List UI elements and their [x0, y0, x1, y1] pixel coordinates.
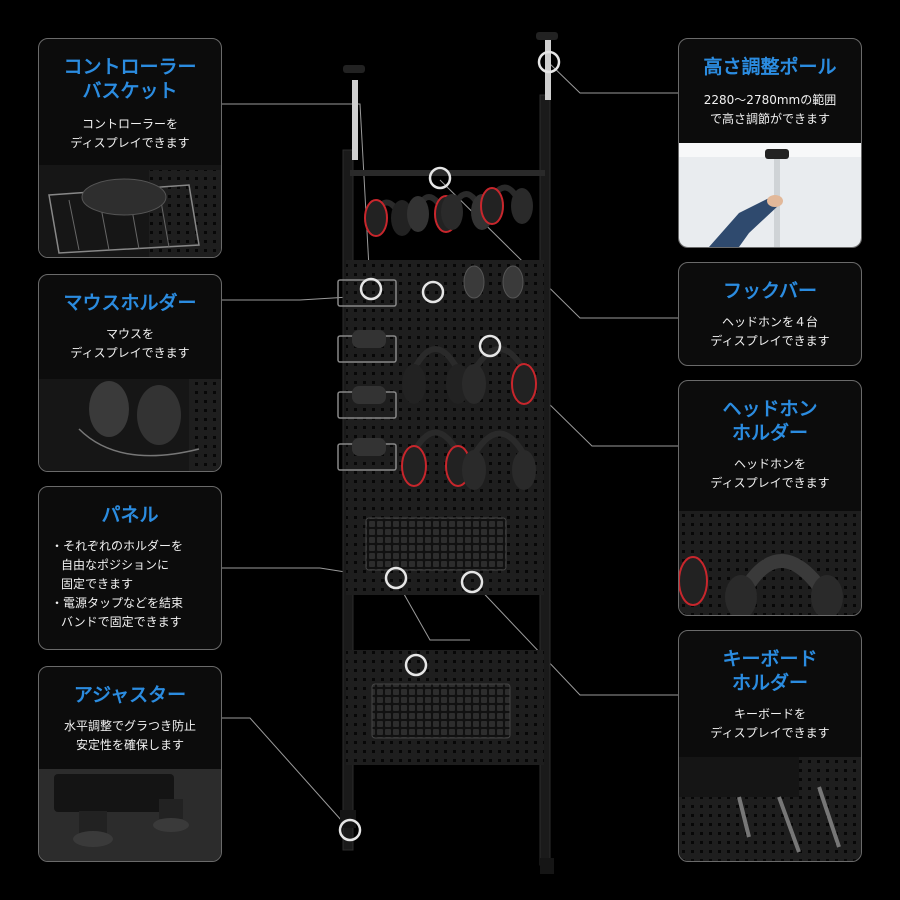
controller-basket-card: コントローラー バスケット コントローラーを ディスプレイできます [38, 38, 222, 258]
headphone-holder-card: ヘッドホン ホルダー ヘッドホンを ディスプレイできます [678, 380, 862, 616]
mice [463, 265, 524, 299]
card-description: 2280～2780mmの範囲 で高さ調節ができます [703, 93, 837, 126]
hook-bar-card: フックバー ヘッドホンを４台 ディスプレイできます [678, 262, 862, 366]
controllers [352, 330, 386, 456]
card-description: マウスを ディスプレイできます [70, 327, 190, 360]
card-description: ヘッドホンを ディスプレイできます [710, 457, 830, 490]
highlight-circles [338, 50, 561, 842]
card-description: キーボードを ディスプレイできます [710, 707, 830, 740]
headphone-holder-photo [679, 511, 861, 615]
card-title: コントローラー バスケット [63, 56, 197, 102]
height-pole-card: 高さ調整ポール 2280～2780mmの範囲 で高さ調節ができます [678, 38, 862, 248]
panel-headphones [401, 346, 537, 490]
card-title: パネル [101, 504, 159, 526]
card-title: ヘッドホン ホルダー [722, 398, 818, 444]
card-title: マウスホルダー [63, 292, 197, 314]
mouse-holder-card: マウスホルダー マウスを ディスプレイできます [38, 274, 222, 472]
card-description: ヘッドホンを４台 ディスプレイできます [710, 315, 830, 348]
keyboard-holder-card: キーボード ホルダー キーボードを ディスプレイできます [678, 630, 862, 862]
mouse-holder-photo [39, 379, 221, 471]
panel-bullet-2: ・電源タップなどを結束 バンドで固定できます [51, 596, 184, 629]
adjuster-photo [39, 769, 221, 861]
panel-bullet-1: ・それぞれのホルダーを 自由なポジションに 固定できます [51, 539, 184, 591]
hook-bar-headphones [364, 184, 533, 237]
card-description: コントローラーを ディスプレイできます [70, 117, 190, 150]
keyboard-holder-photo [679, 757, 861, 861]
adjuster-card: アジャスター 水平調整でグラつき防止 安定性を確保します [38, 666, 222, 862]
card-title: フックバー [722, 280, 818, 302]
controller-basket-photo [39, 165, 221, 257]
panel-card: パネル ・それぞれのホルダーを 自由なポジションに 固定できます ・電源タップな… [38, 486, 222, 650]
card-title: 高さ調整ポール [703, 56, 837, 78]
keyboards [365, 517, 511, 739]
card-description: 水平調整でグラつき防止 安定性を確保します [63, 719, 196, 752]
card-title: アジャスター [73, 684, 187, 706]
card-title: キーボード ホルダー [722, 648, 818, 694]
height-pole-photo [679, 143, 861, 247]
